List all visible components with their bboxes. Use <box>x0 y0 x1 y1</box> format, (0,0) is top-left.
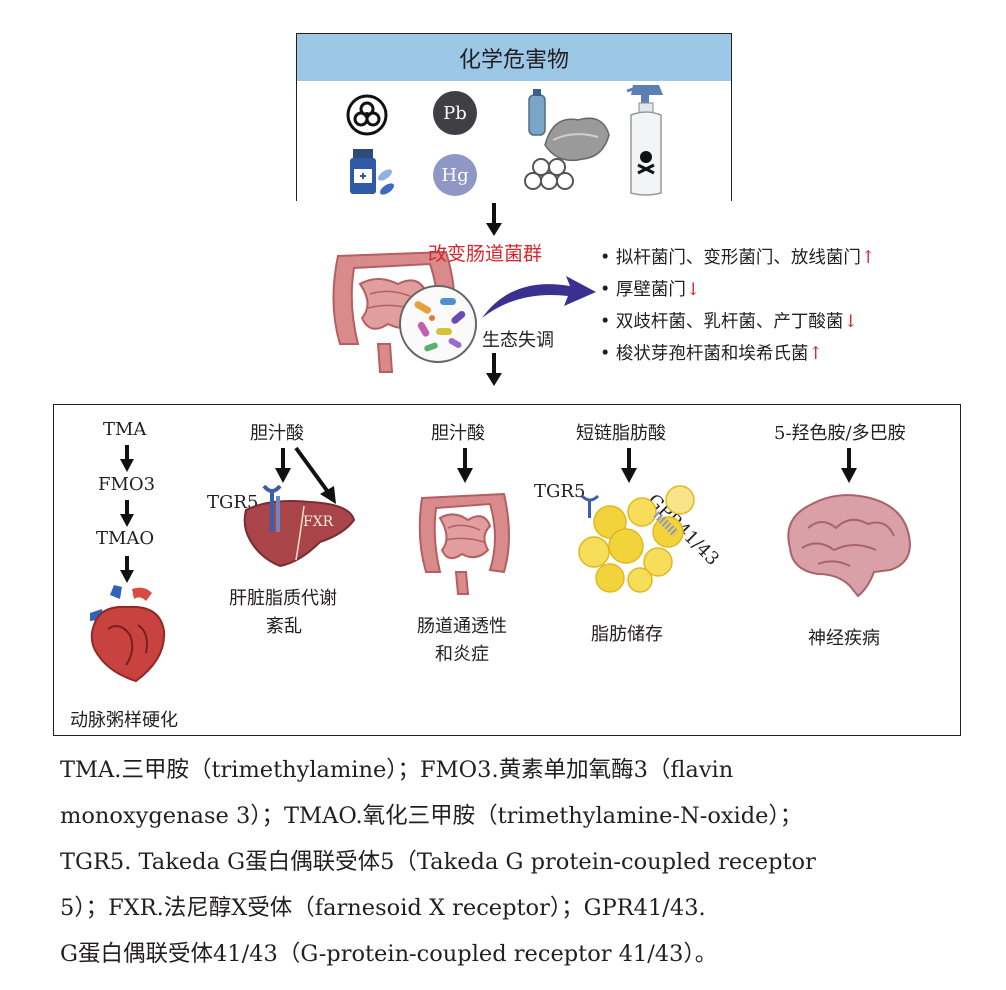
liver-outcome-line2: 紊乱 <box>266 616 302 637</box>
list-item: • 拟杆菌门、变形菌门、放线菌门↑ <box>600 248 876 268</box>
biohazard-icon <box>346 94 388 136</box>
fmo3-label: FMO3 <box>98 474 156 495</box>
list-item: • 双歧杆菌、乳杆菌、产丁酸菌↓ <box>600 312 859 332</box>
gut-microbiota-label: 改变肠道菌群 <box>428 243 543 265</box>
arrow-diagonal <box>294 446 336 504</box>
fxr-label: FXR <box>303 514 334 530</box>
mercury-icon: Hg <box>433 154 477 196</box>
arrow-down <box>621 448 637 483</box>
arrow-down <box>457 448 473 483</box>
adipocytes-icon <box>578 485 695 593</box>
chemical-hazards-icons: Pb <box>297 81 731 201</box>
plastic-waste-icon <box>524 89 610 190</box>
arrow-down-small <box>120 556 134 583</box>
lead-label: Pb <box>443 102 467 124</box>
tgr5-label-2: TGR5 <box>534 481 586 502</box>
caption-line: 5）；FXR.法尼醇X受体（farnesoid X receptor）；GPR4… <box>60 895 706 921</box>
list-item: • 梭状芽孢杆菌和埃希氏菌↑ <box>600 344 824 364</box>
pathways-box <box>53 404 961 736</box>
microbiome-circle-icon <box>399 285 477 363</box>
figure-caption: TMA.三甲胺（trimethylamine）；FMO3.黄素单加氧酶3（fla… <box>60 747 960 977</box>
atherosclerosis-label: 动脉粥样硬化 <box>70 710 178 731</box>
tmao-label: TMAO <box>96 528 155 549</box>
brain-icon <box>787 494 912 598</box>
liver-icon <box>243 484 356 568</box>
bacteria-change-list: • 拟杆菌门、变形菌门、放线菌门↑ • 厚壁菌门↓ • 双歧杆菌、乳杆菌、产丁酸… <box>600 242 876 370</box>
serotonin-dopamine-label: 5-羟色胺/多巴胺 <box>774 423 906 444</box>
arrow-down-1 <box>486 203 502 236</box>
liver-outcome-line1: 肝脏脂质代谢 <box>229 588 337 609</box>
scfa-label: 短链脂肪酸 <box>576 423 666 444</box>
bile-acid-label-2: 胆汁酸 <box>431 423 485 444</box>
curved-arrow <box>482 276 596 318</box>
mercury-label: Hg <box>441 164 469 186</box>
caption-line: G蛋白偶联受体41/43（G-protein-coupled receptor … <box>60 941 718 967</box>
gut-outcome-line1: 肠道通透性 <box>417 616 507 637</box>
heart-icon <box>90 585 166 683</box>
caption-line: TMA.三甲胺（trimethylamine）；FMO3.黄素单加氧酶3（fla… <box>60 757 734 783</box>
bile-acid-label-1: 胆汁酸 <box>250 423 304 444</box>
tma-label: TMA <box>103 419 147 440</box>
caption-line: TGR5. Takeda G蛋白偶联受体5（Takeda G protein-c… <box>60 849 816 875</box>
list-item: • 厚壁菌门↓ <box>600 280 701 300</box>
tgr5-label-1: TGR5 <box>207 492 259 513</box>
arrow-down-2 <box>486 353 502 386</box>
chemical-hazards-box: 化学危害物 Pb <box>296 33 732 201</box>
dysbiosis-label: 生态失调 <box>482 330 554 351</box>
chemical-hazards-title: 化学危害物 <box>297 34 731 81</box>
lead-icon: Pb <box>433 91 477 135</box>
arrow-down <box>841 448 857 483</box>
caption-line: monoxygenase 3）；TMAO.氧化三甲胺（trimethylamin… <box>60 803 803 829</box>
arrow-down-small <box>120 500 134 527</box>
neuro-disease-label: 神经疾病 <box>808 628 880 649</box>
gut-outcome-line2: 和炎症 <box>435 644 489 665</box>
fat-storage-label: 脂肪储存 <box>591 624 663 645</box>
arrow-down <box>275 448 291 483</box>
arrow-down-small <box>120 445 134 472</box>
medicine-bottle-icon <box>350 149 394 195</box>
intestine-icon-2 <box>418 492 510 595</box>
spray-bottle-poison-icon <box>626 85 663 196</box>
